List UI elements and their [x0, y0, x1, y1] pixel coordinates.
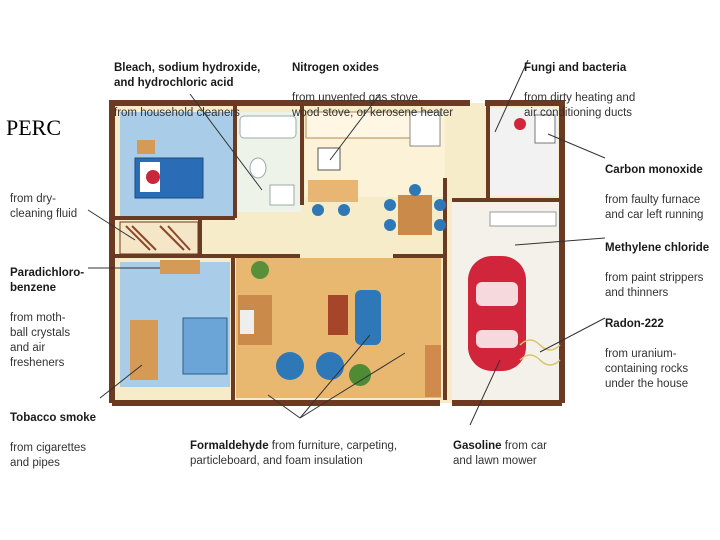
house-walls — [109, 100, 565, 406]
refrigerator — [409, 111, 441, 147]
label-fungi: Fungi and bacteria from dirty heating an… — [524, 46, 635, 121]
label-formaldehyde: Formaldehyde from furniture, carpeting, … — [190, 424, 397, 469]
label-nitrogen-title: Nitrogen oxides — [292, 62, 379, 74]
coffee-table — [328, 295, 348, 335]
desk — [130, 320, 158, 380]
person-in-bed — [146, 170, 160, 184]
nightstand — [137, 140, 155, 154]
label-fungi-title: Fungi and bacteria — [524, 62, 627, 74]
heater-fan — [514, 118, 526, 130]
plant — [349, 364, 371, 386]
tv-screen — [240, 310, 254, 334]
dresser — [160, 260, 200, 274]
label-carbon-title: Carbon monoxide — [605, 164, 703, 176]
label-nitrogen: Nitrogen oxides from unvented gas stove,… — [292, 46, 453, 121]
label-gasoline-text: from car and lawn mower — [453, 440, 547, 467]
car — [468, 256, 526, 371]
closet-clothes — [125, 225, 191, 251]
label-carbon-text: from faulty furnace and car left running — [605, 194, 704, 221]
leader-lines — [87, 59, 606, 426]
label-fungi-text: from dirty heating and air conditioning … — [524, 92, 636, 119]
label-methylene-title: Methylene chloride — [605, 242, 710, 254]
label-carbon: Carbon monoxide from faulty furnace and … — [605, 148, 703, 223]
perc-title: PERC — [6, 115, 62, 140]
label-bleach: Bleach, sodium hydroxide, and hydrochlor… — [114, 46, 260, 121]
label-formaldehyde-text: from furniture, carpeting, particleboard… — [190, 440, 398, 467]
dining-table — [398, 195, 432, 235]
plant-small — [251, 261, 269, 279]
label-paradichloro: Paradichloro- benzene from moth- ball cr… — [10, 251, 84, 371]
label-bleach-text: from household cleaners — [114, 107, 240, 119]
label-gasoline-title: Gasoline — [453, 440, 502, 452]
label-perc-source: from dry- cleaning fluid — [10, 177, 77, 222]
label-bleach-title: Bleach, sodium hydroxide, and hydrochlor… — [114, 62, 261, 89]
sofa — [355, 290, 381, 345]
dining-chairs — [312, 184, 446, 231]
armchairs — [276, 352, 344, 380]
label-nitrogen-text: from unvented gas stove, wood stove, or … — [292, 92, 454, 119]
label-paradichloro-title: Paradichloro- benzene — [10, 267, 85, 294]
sink — [269, 184, 295, 206]
toilet — [249, 157, 267, 179]
label-methylene-text: from paint strippers and thinners — [605, 272, 704, 299]
garage-shelf — [489, 211, 557, 227]
label-perc-source-text: from dry- cleaning fluid — [10, 193, 78, 220]
label-radon-title: Radon-222 — [605, 318, 664, 330]
label-paradichloro-text: from moth- ball crystals and air freshen… — [10, 312, 71, 369]
label-formaldehyde-title: Formaldehyde — [190, 440, 269, 452]
label-radon-text: from uranium- containing rocks under the… — [605, 348, 689, 390]
label-tobacco: Tobacco smoke from cigarettes and pipes — [10, 396, 96, 471]
label-tobacco-title: Tobacco smoke — [10, 412, 97, 424]
label-gasoline: Gasoline from car and lawn mower — [453, 424, 547, 469]
label-methylene: Methylene chloride from paint strippers … — [605, 226, 709, 301]
kitchen-island — [308, 180, 358, 202]
furnace — [534, 114, 556, 144]
radon-swirl — [519, 339, 561, 366]
bathtub — [239, 115, 297, 139]
bookshelf — [425, 345, 441, 397]
bed-bottom — [182, 317, 228, 375]
interior-walls — [115, 106, 560, 400]
label-radon: Radon-222 from uranium- containing rocks… — [605, 302, 688, 392]
label-tobacco-text: from cigarettes and pipes — [10, 442, 87, 469]
